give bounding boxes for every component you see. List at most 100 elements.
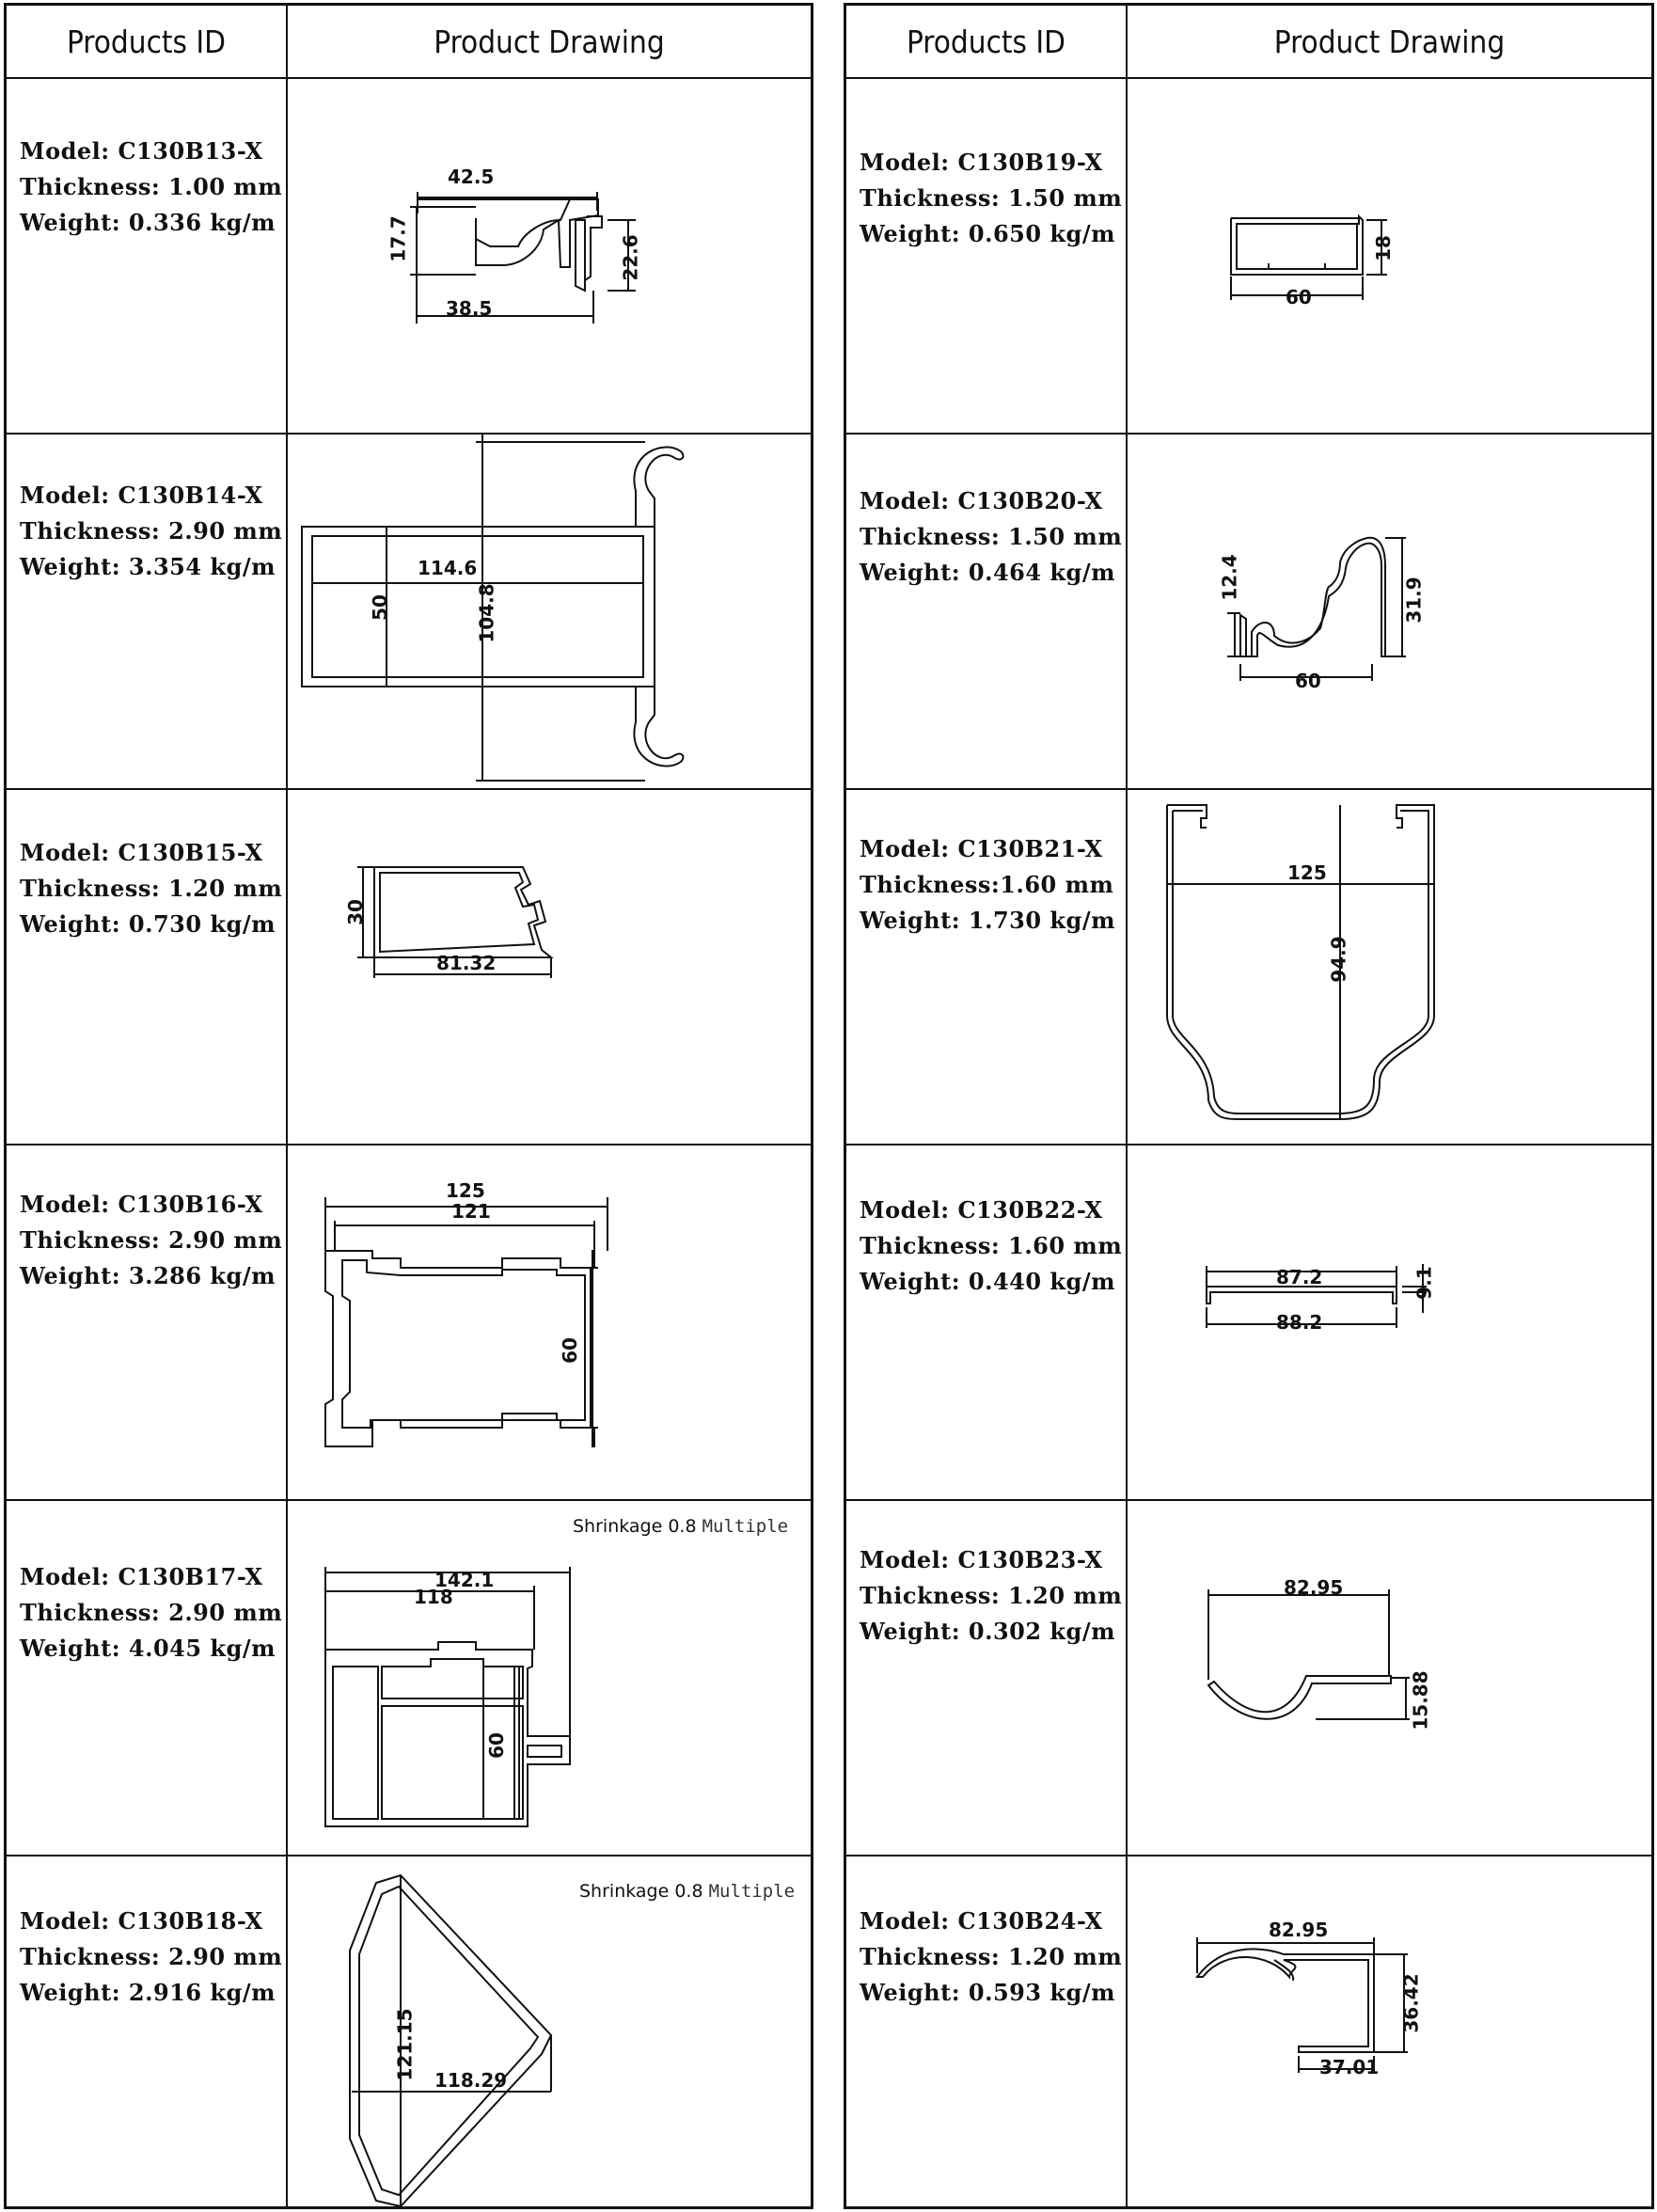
- dimension-label: 60: [1295, 670, 1321, 692]
- profile-drawing-c130b17: [324, 1567, 571, 1827]
- product-row-c130b17: Model: C130B17-X Thickness: 2.90 mm Weig…: [7, 1501, 811, 1856]
- dimension-label: 82.95: [1284, 1576, 1344, 1599]
- product-drawing: 114.6 50 104.8: [288, 434, 811, 790]
- product-spec: Model: C130B24-X Thickness: 1.20 mm Weig…: [860, 1904, 1122, 2011]
- header-product-drawing: Product Drawing: [1273, 23, 1506, 60]
- thickness-text: Thickness: 1.20 mm: [860, 1943, 1123, 1970]
- dimension-label: 50: [368, 594, 391, 621]
- model-text: Model: C130B23-X: [860, 1546, 1103, 1573]
- product-drawing: 42.5 17.7 22.6 38.5: [288, 79, 811, 434]
- product-spec: Model: C130B19-X Thickness: 1.50 mm Weig…: [860, 145, 1122, 252]
- profile-drawing-c130b18: [349, 1873, 553, 2208]
- product-drawing: 125 121 60: [288, 1146, 811, 1501]
- product-spec: Model: C130B14-X Thickness: 2.90 mm Weig…: [20, 478, 282, 585]
- product-row-c130b21: Model: C130B21-X Thickness:1.60 mm Weigh…: [846, 790, 1651, 1146]
- thickness-text: Thickness: 2.90 mm: [20, 517, 283, 545]
- thickness-text: Thickness: 1.20 mm: [860, 1582, 1123, 1609]
- dimension-label: 88.2: [1276, 1311, 1323, 1334]
- dimension-label: 30: [343, 899, 367, 925]
- model-text: Model: C130B22-X: [860, 1196, 1103, 1224]
- profile-drawing-c130b15: [357, 866, 554, 978]
- product-row-c130b13: Model: C130B13-X Thickness: 1.00 mm Weig…: [7, 79, 811, 434]
- weight-text: Weight: 0.464 kg/m: [860, 559, 1115, 586]
- dimension-label: 37.01: [1319, 2056, 1380, 2078]
- product-drawing: 82.95 15.88: [1128, 1501, 1651, 1856]
- thickness-text: Thickness: 1.60 mm: [860, 1232, 1123, 1259]
- thickness-text: Thickness: 2.90 mm: [20, 1943, 283, 1970]
- dimension-label: 114.6: [418, 557, 478, 579]
- weight-text: Weight: 0.440 kg/m: [860, 1268, 1115, 1295]
- product-drawing: 125 94.9: [1128, 790, 1651, 1146]
- dimension-label: 38.5: [446, 297, 493, 320]
- thickness-text: Thickness: 1.50 mm: [860, 523, 1123, 550]
- product-drawing: 30 81.32: [288, 790, 811, 1146]
- model-text: Model: C130B19-X: [860, 149, 1103, 176]
- profile-drawing-c130b23: [1207, 1589, 1410, 1720]
- product-spec: Model: C130B22-X Thickness: 1.60 mm Weig…: [860, 1193, 1122, 1300]
- dimension-label: 94.9: [1327, 936, 1350, 983]
- shrinkage-note: Shrinkage 0.8 Multiple: [579, 1881, 796, 1902]
- profile-drawing-c130b20: [1227, 536, 1406, 681]
- dimension-label: 87.2: [1276, 1266, 1323, 1288]
- product-drawing: 18 60: [1128, 79, 1651, 434]
- weight-text: Weight: 0.650 kg/m: [860, 220, 1115, 247]
- profile-drawing-c130b22: [1206, 1264, 1427, 1328]
- product-drawing: Shrinkage 0.8 Multiple 142.1 118 60: [288, 1501, 811, 1856]
- profile-drawing-c130b24: [1194, 1937, 1408, 2073]
- dimension-label: 42.5: [448, 166, 495, 188]
- dimension-label: 142.1: [434, 1569, 495, 1591]
- profile-drawing-c130b13: [410, 192, 636, 324]
- product-row-c130b18: Model: C130B18-X Thickness: 2.90 mm Weig…: [7, 1856, 811, 2212]
- thickness-text: Thickness: 2.90 mm: [20, 1599, 283, 1626]
- weight-text: Weight: 1.730 kg/m: [860, 907, 1115, 934]
- shrinkage-note: Shrinkage 0.8 Multiple: [573, 1516, 789, 1537]
- profile-drawing-c130b19: [1230, 213, 1387, 300]
- product-row-c130b15: Model: C130B15-X Thickness: 1.20 mm Weig…: [7, 790, 811, 1146]
- product-spec: Model: C130B15-X Thickness: 1.20 mm Weig…: [20, 835, 282, 942]
- thickness-text: Thickness:1.60 mm: [860, 871, 1114, 898]
- model-text: Model: C130B18-X: [20, 1907, 263, 1935]
- product-row-c130b20: Model: C130B20-X Thickness: 1.50 mm Weig…: [846, 434, 1651, 790]
- product-spec: Model: C130B20-X Thickness: 1.50 mm Weig…: [860, 483, 1122, 591]
- dimension-label: 9.1: [1412, 1266, 1436, 1300]
- model-text: Model: C130B15-X: [20, 839, 263, 866]
- dimension-label: 15.88: [1409, 1670, 1432, 1730]
- dimension-label: 12.4: [1218, 554, 1241, 601]
- thickness-text: Thickness: 2.90 mm: [20, 1226, 283, 1254]
- thickness-text: Thickness: 1.50 mm: [860, 184, 1123, 212]
- weight-text: Weight: 0.730 kg/m: [20, 910, 276, 938]
- product-spec: Model: C130B16-X Thickness: 2.90 mm Weig…: [20, 1187, 282, 1294]
- dimension-label: 118.29: [434, 2069, 508, 2092]
- product-row-c130b14: Model: C130B14-X Thickness: 2.90 mm Weig…: [7, 434, 811, 790]
- weight-text: Weight: 4.045 kg/m: [20, 1635, 276, 1662]
- product-row-c130b22: Model: C130B22-X Thickness: 1.60 mm Weig…: [846, 1146, 1651, 1501]
- weight-text: Weight: 0.593 kg/m: [860, 1979, 1115, 2006]
- product-spec: Model: C130B21-X Thickness:1.60 mm Weigh…: [860, 831, 1115, 939]
- product-drawing: Shrinkage 0.8 Multiple 121.15 118.29: [288, 1856, 811, 2212]
- dimension-label: 18: [1371, 235, 1395, 261]
- dimension-label: 60: [1286, 286, 1312, 308]
- dimension-label: 121.15: [393, 2008, 417, 2081]
- model-text: Model: C130B14-X: [20, 482, 263, 509]
- header-product-drawing: Product Drawing: [434, 23, 665, 60]
- model-text: Model: C130B20-X: [860, 487, 1103, 514]
- weight-text: Weight: 2.916 kg/m: [20, 1979, 276, 2006]
- dimension-label: 36.42: [1399, 1973, 1423, 2033]
- weight-text: Weight: 0.336 kg/m: [20, 209, 276, 236]
- product-spec: Model: C130B17-X Thickness: 2.90 mm Weig…: [20, 1559, 282, 1667]
- product-row-c130b16: Model: C130B16-X Thickness: 2.90 mm Weig…: [7, 1146, 811, 1501]
- dimension-label: 31.9: [1402, 577, 1426, 624]
- model-text: Model: C130B13-X: [20, 137, 263, 165]
- dimension-label: 118: [414, 1586, 453, 1608]
- dimension-label: 104.8: [475, 583, 498, 643]
- thickness-text: Thickness: 1.20 mm: [20, 875, 283, 902]
- model-text: Model: C130B17-X: [20, 1563, 263, 1590]
- weight-text: Weight: 3.354 kg/m: [20, 553, 276, 580]
- dimension-label: 82.95: [1269, 1919, 1329, 1941]
- dimension-label: 125: [1287, 861, 1327, 884]
- dimension-label: 60: [558, 1337, 581, 1364]
- product-row-c130b19: Model: C130B19-X Thickness: 1.50 mm Weig…: [846, 79, 1651, 434]
- weight-text: Weight: 0.302 kg/m: [860, 1618, 1115, 1645]
- dimension-label: 81.32: [436, 952, 497, 974]
- model-text: Model: C130B21-X: [860, 835, 1103, 862]
